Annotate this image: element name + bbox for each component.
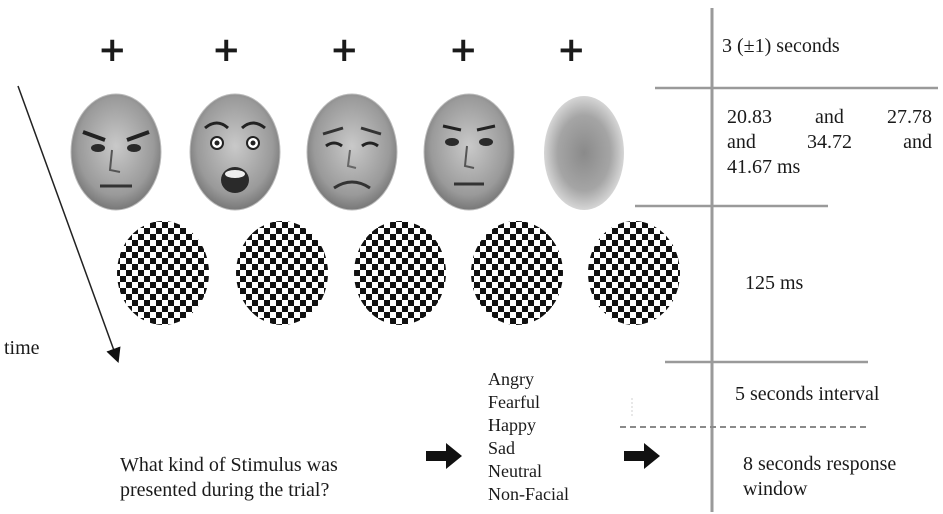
checkerboard-mask-icon [117, 221, 209, 325]
sad-face-icon [307, 94, 397, 210]
option-sad: Sad [488, 437, 569, 460]
mask-row [117, 221, 680, 325]
response-options: Angry Fearful Happy Sad Neutral Non-Faci… [488, 368, 569, 506]
checkerboard-mask-icon [354, 221, 446, 325]
angry-face-icon [71, 94, 161, 210]
right-arrow-icon [426, 443, 462, 469]
checkerboard-mask-icon [588, 221, 680, 325]
option-angry: Angry [488, 368, 569, 391]
timing-stimulus-line: and 34.72 and [727, 130, 932, 155]
option-fearful: Fearful [488, 391, 569, 414]
fixation-cross: + [212, 33, 241, 67]
fearful-face-icon [190, 94, 280, 210]
timing-stimulus-line: 20.83 and 27.78 [727, 105, 932, 130]
fixation-cross: + [98, 33, 127, 67]
timing-response: 8 seconds response window [743, 452, 896, 502]
timing-response-line: window [743, 477, 896, 502]
fixation-cross: + [449, 33, 478, 67]
timing-interval: 5 seconds interval [735, 382, 879, 407]
option-neutral: Neutral [488, 460, 569, 483]
fixation-cross: + [557, 33, 586, 67]
checkerboard-mask-icon [471, 221, 563, 325]
timing-stimulus-line: 41.67 ms [727, 155, 932, 180]
fixation-cross: + [330, 33, 359, 67]
response-question: What kind of Stimulus was presented duri… [120, 453, 338, 503]
question-line: presented during the trial? [120, 478, 338, 503]
checkerboard-mask-icon [236, 221, 328, 325]
time-label: time [4, 337, 40, 360]
timing-response-line: 8 seconds response [743, 452, 896, 477]
option-non-facial: Non-Facial [488, 483, 569, 506]
timing-fixation: 3 (±1) seconds [722, 34, 840, 59]
option-happy: Happy [488, 414, 569, 437]
timing-stimulus: 20.83 and 27.78 and 34.72 and 41.67 ms [727, 105, 932, 180]
question-line: What kind of Stimulus was [120, 453, 338, 478]
neutral-face-icon [424, 94, 514, 210]
blurred-oval-icon [544, 96, 624, 210]
right-arrow-icon [624, 443, 660, 469]
timing-mask: 125 ms [745, 271, 803, 296]
